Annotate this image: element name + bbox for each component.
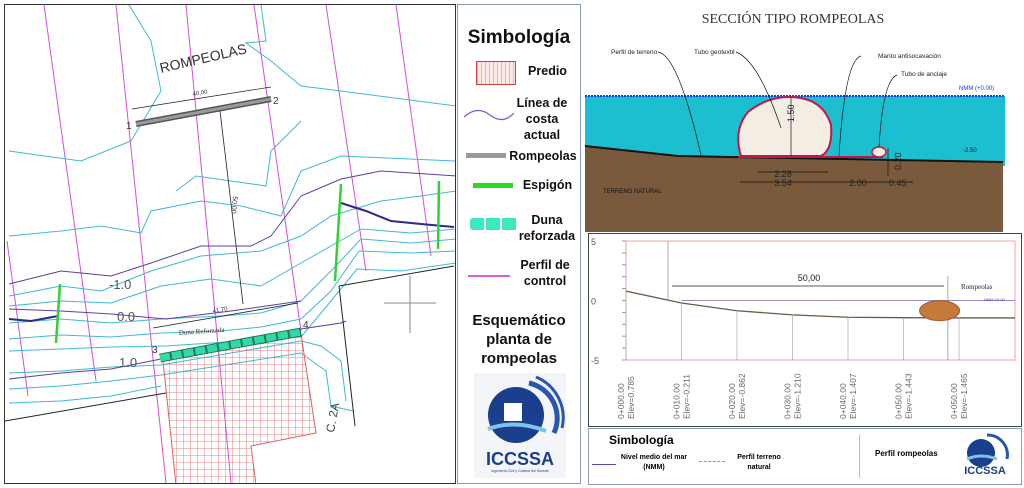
duna-dim: 41.70 xyxy=(212,306,228,315)
station-label: 0+050.00 xyxy=(894,383,904,419)
label-tubo-geotextil: Tubo geotextil xyxy=(694,49,735,56)
espigon-groynes xyxy=(54,180,441,344)
legend-duna: Duna reforzada xyxy=(518,213,576,243)
legend-perfil: Perfil de control xyxy=(520,258,570,288)
label-perfil-terreno: Perfil de terreno xyxy=(611,49,658,56)
dim-inner: 2.28 xyxy=(774,169,792,179)
legend-espigon: Espigón xyxy=(522,178,573,192)
divider xyxy=(859,435,860,478)
elevation-label: Elev=0.785 xyxy=(626,376,636,419)
rompeolas-mark xyxy=(919,300,961,322)
rompeolas-label: ROMPEOLAS xyxy=(158,40,248,76)
station-label: 0+040.00 xyxy=(838,383,848,419)
dashed-line-icon xyxy=(699,461,725,462)
y-tick-label: -5 xyxy=(591,356,599,366)
green-bar-icon xyxy=(473,183,513,188)
profile-caption: Perfil rompeolas xyxy=(875,449,938,458)
iccssa-logo: ICCSSA Ingeniería Civil y Costera del Su… xyxy=(474,373,566,478)
rompeolas-label: Rompeolas xyxy=(961,283,993,291)
dim-height: 1.50 xyxy=(786,104,796,122)
legend-rompeolas: Rompeolas xyxy=(509,149,577,163)
logo-text: ICCSSA xyxy=(485,449,554,469)
logo-text: ICCSSA xyxy=(964,465,1006,477)
station-label: 0+030.00 xyxy=(783,383,793,419)
dim-base: 3.54 xyxy=(774,178,792,188)
logo-subtitle: Ingeniería Civil y Costera del Sureste xyxy=(491,469,549,473)
dim-anclaje-w: 0.45 xyxy=(889,178,907,188)
legend-nmm: Nivel medio del mar (NMM) xyxy=(620,454,688,471)
elevation-label: Elev=-1.465 xyxy=(959,373,969,419)
terrain-line xyxy=(584,145,1004,163)
leader-lines xyxy=(657,51,913,183)
geotextile-tube xyxy=(737,95,833,157)
plan-caption: Esquemático planta de rompeolas xyxy=(472,312,566,367)
iccssa-logo-small: ICCSSA xyxy=(957,431,1013,481)
legend-predio: Predio xyxy=(528,64,567,78)
street-label: C. 2A xyxy=(323,402,342,434)
dim-manto: 2.00 xyxy=(849,178,867,188)
pink-line-icon xyxy=(468,275,510,277)
legend-panel: Simbología Predio Línea de costa actual … xyxy=(457,4,581,484)
rompeolas-structure xyxy=(131,86,272,127)
station-label: 0+020.00 xyxy=(727,383,737,419)
legend-terreno: Perfil terreno natural xyxy=(737,454,781,471)
elevation-label: Elev=-0.211 xyxy=(682,374,692,419)
elevation-label: Elev=-1.407 xyxy=(848,373,858,419)
rompeolas-dim: 40,00 xyxy=(192,89,208,98)
point-4: 4 xyxy=(303,320,309,331)
logo-waves-icon xyxy=(487,375,565,443)
hatch-swatch-icon xyxy=(476,61,516,85)
station-label: 0+050.00 xyxy=(949,383,959,419)
y-tick-label: 5 xyxy=(591,237,596,247)
y-tick-label: 0 xyxy=(591,297,596,307)
profile-legend: Simbología Nivel medio del mar (NMM) Per… xyxy=(588,428,1022,485)
duna-label: Duna Reforzada xyxy=(179,326,226,337)
label-depth: -2.50 xyxy=(963,148,977,154)
station-label: 0+010.00 xyxy=(672,383,682,419)
legend-costa: Línea de costa actual xyxy=(516,96,568,142)
duna-reforzada xyxy=(159,327,302,363)
label-tubo-anclaje: Tubo de anclaje xyxy=(901,71,947,78)
label-nmm: NMM (+0.00) xyxy=(959,86,994,92)
anchor-tube xyxy=(871,146,887,158)
section-diagram: SECCIÓN TIPO ROMPEOLAS Perfil de terreno… xyxy=(583,0,1023,232)
station-label: 0+000.00 xyxy=(616,383,626,419)
nmm-line-icon xyxy=(592,464,616,465)
coastline-contours xyxy=(8,170,457,380)
contour-label: 0.0 xyxy=(117,309,135,324)
logo-waves-icon xyxy=(966,433,1009,467)
point-2: 2 xyxy=(273,96,279,107)
plan-map: ROMPEOLAS 40,00 1 2 50.00 41.70 Duna Ref… xyxy=(4,4,457,486)
legend-title: Simbología xyxy=(467,27,571,48)
contour-label: 1.0 xyxy=(119,355,137,370)
label-terreno-natural: TERRENO NATURAL xyxy=(603,189,662,195)
section-title: SECCIÓN TIPO ROMPEOLAS xyxy=(702,10,885,27)
profile-legend-title: Simbología xyxy=(609,433,674,447)
ground-area xyxy=(585,146,1003,232)
elevation-label: Elev=-1.210 xyxy=(793,373,803,419)
control-profile-lines xyxy=(6,4,432,484)
point-1: 1 xyxy=(126,121,132,132)
plan-drawing: ROMPEOLAS 40,00 1 2 50.00 41.70 Duna Ref… xyxy=(4,4,457,486)
nmm-label: NMM +0.00 xyxy=(984,297,1006,302)
elevation-label: Elev=-0.862 xyxy=(737,373,747,419)
distance-dimension xyxy=(219,110,244,305)
point-3: 3 xyxy=(152,345,158,356)
teal-blocks-icon xyxy=(470,218,518,230)
property-boundaries xyxy=(4,265,455,427)
dim-anclaje-h: 0.20 xyxy=(893,152,903,170)
section-drawing: SECCIÓN TIPO ROMPEOLAS Perfil de terreno… xyxy=(584,10,1005,232)
contour-label: -1.0 xyxy=(109,277,131,292)
label-manto: Manto antisocavación xyxy=(878,53,941,60)
dim-label: 50,00 xyxy=(798,273,821,283)
gray-bar-icon xyxy=(466,153,506,158)
distance-label: 50.00 xyxy=(229,196,238,214)
elevation-label: Elev=-1.443 xyxy=(904,373,914,419)
wave-line-icon xyxy=(463,109,514,121)
